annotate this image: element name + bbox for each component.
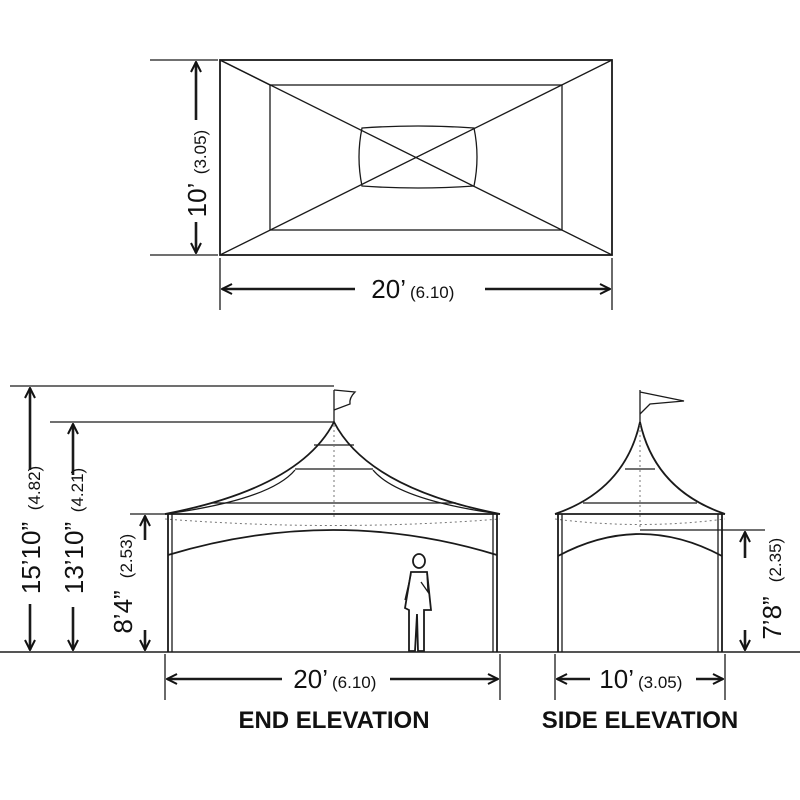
plan-outer-rect <box>219 59 613 256</box>
plan-depth-main: 10’ <box>182 183 212 218</box>
side-elevation: 7’8” (2.35) 10’ (3.05) SIDE ELEVATION <box>542 390 787 734</box>
svg-text:7’8”: 7’8” <box>757 596 787 639</box>
side-width-metric: (3.05) <box>638 673 682 692</box>
svg-text:15’10”: 15’10” <box>16 522 46 594</box>
svg-text:(2.35): (2.35) <box>766 538 785 582</box>
plan-width-main: 20’ <box>371 274 406 304</box>
end-roof-outline <box>164 420 501 515</box>
end-elevation: 15’10” (4.82) 13’10” (4.21) 8’4” (2.53) … <box>0 385 800 734</box>
svg-text:(2.53): (2.53) <box>117 534 136 578</box>
end-flag-icon <box>333 389 357 411</box>
svg-text:13’10”: 13’10” <box>59 522 89 594</box>
end-width-main: 20’ <box>293 664 328 694</box>
svg-text:8’4”: 8’4” <box>108 590 138 633</box>
end-eave-height-label: 8’4” (2.53) <box>108 534 138 634</box>
side-arch <box>557 533 723 557</box>
plan-width-metric: (6.10) <box>410 283 454 302</box>
end-peak-height-label: 13’10” (4.21) <box>59 468 89 594</box>
end-elevation-title: END ELEVATION <box>238 707 429 734</box>
end-width-metric: (6.10) <box>332 673 376 692</box>
plan-view: 10’ (3.05) 20’ (6.10) <box>150 59 613 310</box>
end-arch <box>167 529 498 556</box>
plan-diagonal-b <box>219 59 613 256</box>
plan-depth-label: 10’ (3.05) <box>182 130 212 218</box>
side-elevation-title: SIDE ELEVATION <box>542 707 738 734</box>
side-roof-outline <box>554 421 726 515</box>
plan-inner-rect <box>269 84 563 231</box>
end-total-height-label: 15’10” (4.82) <box>16 466 46 594</box>
side-clearance-label: 7’8” (2.35) <box>757 538 787 640</box>
plan-depth-metric: (3.05) <box>191 130 210 174</box>
person-figure-icon <box>404 553 432 652</box>
side-flag-icon <box>639 391 685 415</box>
svg-text:(4.82): (4.82) <box>25 466 44 510</box>
side-width-main: 10’ <box>599 664 634 694</box>
svg-text:(4.21): (4.21) <box>68 468 87 512</box>
